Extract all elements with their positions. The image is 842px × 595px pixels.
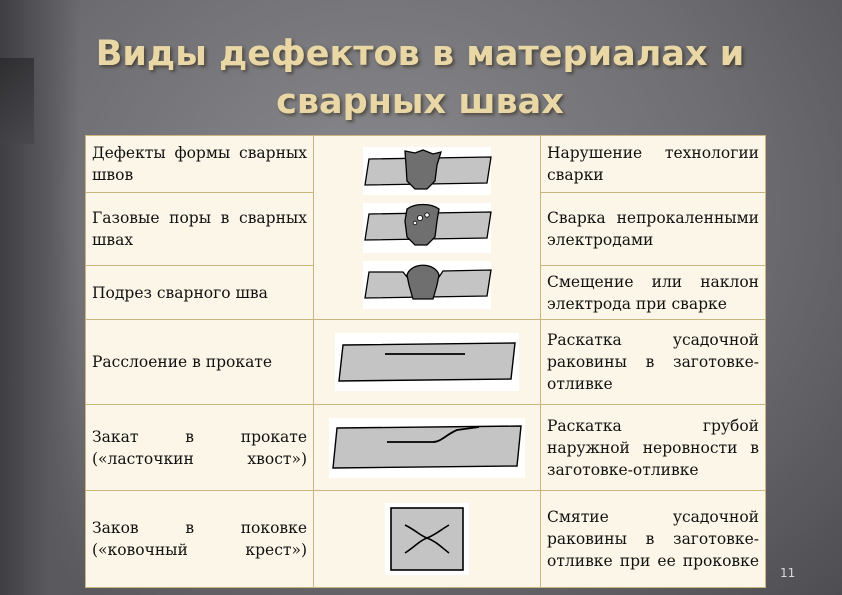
cause-cell: Раскатка грубой наружной неровности в за… bbox=[540, 404, 766, 491]
defect-name-cell: Газовые поры в сварных швах bbox=[85, 192, 314, 266]
weld-gas-pores-icon bbox=[363, 202, 492, 253]
slide-title-line1: Виды дефектов в материалах и bbox=[95, 34, 745, 74]
cause-cell: Смещение или наклон электрода при сварке bbox=[540, 265, 766, 320]
weld-figures-cell bbox=[313, 135, 541, 320]
defect-name-cell: Расслоение в прокате bbox=[85, 319, 314, 405]
forging-cross-icon bbox=[385, 503, 469, 575]
table-row: Заков в поковке («ковочный крест») Смяти… bbox=[85, 490, 766, 588]
defects-table: Дефекты формы сварных швов bbox=[85, 135, 766, 588]
weld-irregular-shape-icon bbox=[363, 146, 492, 195]
weld-undercut-icon bbox=[363, 260, 492, 309]
cause-cell: Нарушение технологии сварки bbox=[540, 135, 766, 193]
rolled-lamination-icon bbox=[335, 333, 519, 391]
cause-cell: Смятие усадочной раковины в заготовке-от… bbox=[540, 490, 766, 588]
defect-name-cell: Закат в прокате («ласточкин хвост») bbox=[85, 404, 314, 491]
cause-cell: Сварка непрокаленными электродами bbox=[540, 192, 766, 266]
defect-name-cell: Заков в поковке («ковочный крест») bbox=[85, 490, 314, 588]
figure-cell bbox=[313, 319, 541, 405]
table-row: Подрез сварного шва Смещение или наклон … bbox=[85, 265, 766, 320]
rolled-lap-icon bbox=[329, 417, 525, 478]
slide-title: Виды дефектов в материалах и сварных шва… bbox=[60, 30, 780, 126]
table-row: Дефекты формы сварных швов bbox=[85, 135, 766, 320]
figure-cell bbox=[313, 404, 541, 491]
slide-title-line2: сварных швах bbox=[276, 82, 564, 122]
page-number: 11 bbox=[780, 566, 796, 580]
table-row: Газовые поры в сварных швах Сварка непро… bbox=[85, 192, 766, 266]
table-row: Расслоение в прокате Раскатка усадочной … bbox=[85, 319, 766, 405]
defect-name-cell: Дефекты формы сварных швов bbox=[85, 135, 314, 193]
defect-name-cell: Подрез сварного шва bbox=[85, 265, 314, 320]
cause-cell: Раскатка усадочной раковины в заготовке-… bbox=[540, 319, 766, 405]
table-row: Закат в прокате («ласточкин хвост») Раск… bbox=[85, 404, 766, 491]
title-accent-bar bbox=[0, 58, 34, 144]
weld-figures bbox=[363, 146, 492, 309]
figure-cell bbox=[313, 490, 541, 588]
